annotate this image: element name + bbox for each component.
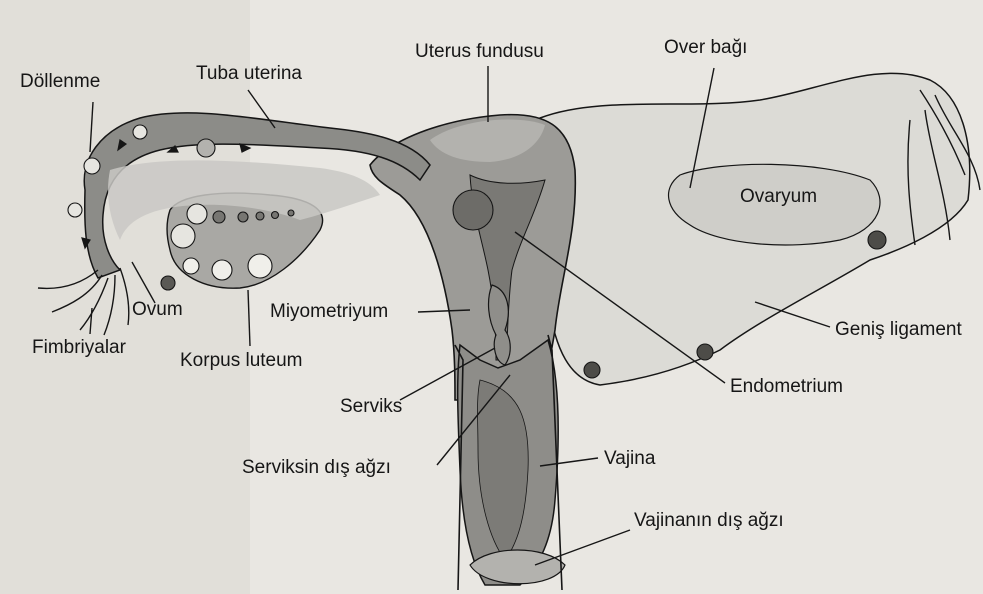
label-serviks: Serviks [340,397,402,416]
label-endometrium: Endometrium [730,377,843,396]
label-korpus-luteum: Korpus luteum [180,351,303,370]
label-vajina: Vajina [604,449,655,468]
label-vajinanin-dis-agzi: Vajinanın dış ağzı [634,511,784,530]
label-genis-ligament: Geniş ligament [835,320,962,339]
label-miyometriyum: Miyometriyum [270,302,388,321]
label-tuba-uterina: Tuba uterina [196,64,302,83]
label-over-bagi: Over bağı [664,38,747,57]
label-ovum: Ovum [132,300,183,319]
label-ovaryum: Ovaryum [740,187,817,206]
label-fimbriyalar: Fimbriyalar [32,338,126,357]
label-serviksin-dis-agzi: Serviksin dış ağzı [242,458,391,477]
label-uterus-fundusu: Uterus fundusu [415,42,544,61]
label-dollenme: Döllenme [20,72,100,91]
